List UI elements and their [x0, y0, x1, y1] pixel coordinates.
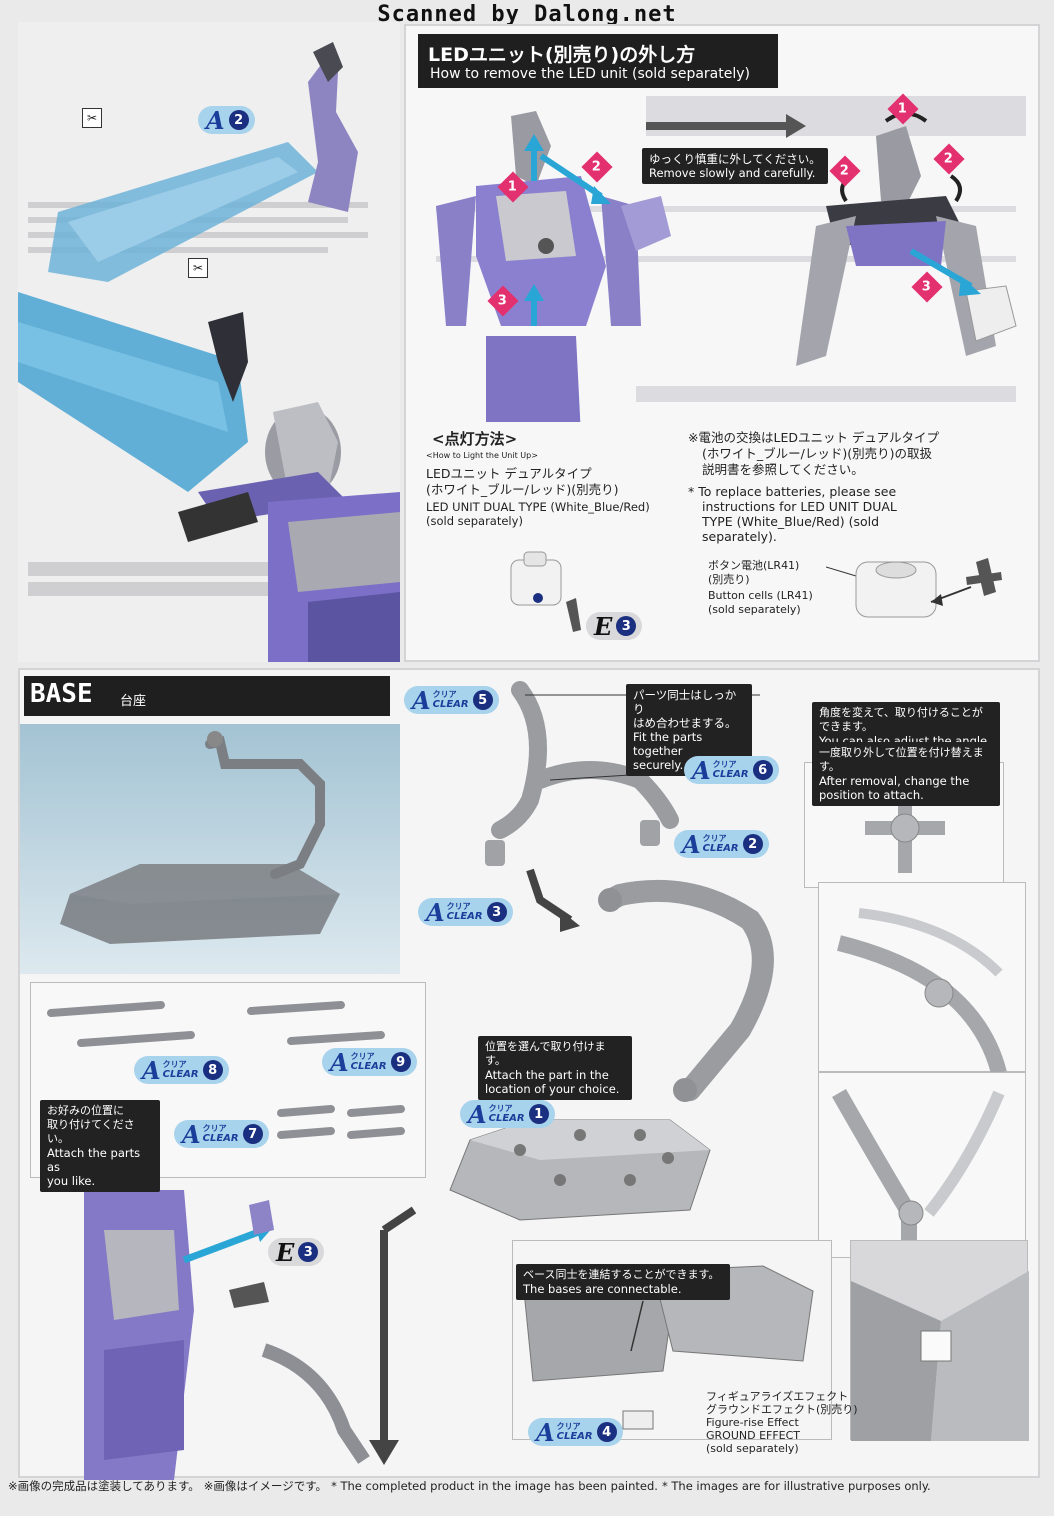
light-heading-en: <How to Light the Unit Up> [426, 451, 538, 460]
attach-as-you-like-note: お好みの位置に 取り付けてください。 Attach the parts as y… [40, 1100, 160, 1192]
joint-closeup-2 [818, 882, 1026, 1076]
base-section-title: BASE 台座 [24, 676, 390, 716]
arm-assembly-diagram [485, 681, 774, 1102]
battery-note-jp-3: 説明書を参照してください。 [702, 462, 864, 477]
button-cell-en-2: (sold separately) [708, 603, 801, 616]
button-cell-en-1: Button cells (LR41) [708, 589, 813, 602]
figure-attach-illustration [84, 1190, 417, 1480]
nipper-tool-icon: ✂ [188, 258, 208, 278]
ground-effect-label: フィギュアライズエフェクト グラウンドエフェクト(別売り) Figure-ris… [706, 1390, 858, 1455]
change-position-note: 一度取り外して位置を付け替えます。 After removal, change … [812, 742, 1000, 806]
battery-note-en-2: instructions for LED UNIT DUAL [702, 499, 897, 514]
connected-bases-photo [850, 1240, 1029, 1441]
battery-note-en-3: TYPE (White_Blue/Red) (sold [702, 514, 880, 529]
led-unit-illustration [510, 551, 581, 632]
remove-slowly-note: ゆっくり慎重に外してください。 Remove slowly and carefu… [642, 148, 828, 184]
led-unit-name-jp-2: (ホワイト_ブルー/レッド)(別売り) [426, 482, 619, 497]
light-up-panel: <点灯方法> <How to Light the Unit Up> LEDユニッ… [404, 422, 1040, 662]
base-hex-part [449, 1119, 711, 1221]
led-removal-panel: 1 2 3 1 2 2 3 ゆっくり慎重に外してください。 Remove slo… [404, 24, 1040, 436]
button-cell-jp-2: (別売り) [708, 573, 750, 586]
battery-note-jp-1: ※電池の交換はLEDユニット デュアルタイプ [688, 430, 940, 445]
battery-note-jp-2: (ホワイト_ブルー/レッド)(別売り)の取扱 [702, 446, 932, 461]
button-cell-jp-1: ボタン電池(LR41) [708, 559, 800, 572]
light-heading-jp: <点灯方法> [432, 430, 518, 448]
button-cell-illustration [826, 558, 1002, 618]
watermark: Scanned by Dalong.net [377, 2, 677, 27]
footer-disclaimer: ※画像の完成品は塗装してあります。※画像はイメージです。* The comple… [8, 1479, 931, 1493]
led-removal-illustration [436, 96, 1026, 436]
figure-effect-illustration [18, 42, 400, 662]
battery-note-en-4: separately). [702, 529, 777, 544]
led-unit-name-en-1: LED UNIT DUAL TYPE (White_Blue/Red) [426, 500, 650, 514]
battery-note-en-1: * To replace batteries, please see [688, 484, 897, 499]
joint-closeup-3 [818, 1072, 1026, 1258]
nipper-tool-icon: ✂ [82, 108, 102, 128]
base-photo [20, 724, 400, 974]
choose-location-note: 位置を選んで取り付けます。 Attach the part in the loc… [478, 1036, 632, 1100]
led-unit-name-jp-1: LEDユニット デュアルタイプ [426, 466, 592, 481]
led-section-title: LEDユニット(別売り)の外し方 How to remove the LED u… [418, 34, 778, 88]
led-unit-name-en-2: (sold separately) [426, 514, 523, 528]
bases-connectable-note: ベース同士を連結することができます。 The bases are connect… [516, 1264, 730, 1300]
